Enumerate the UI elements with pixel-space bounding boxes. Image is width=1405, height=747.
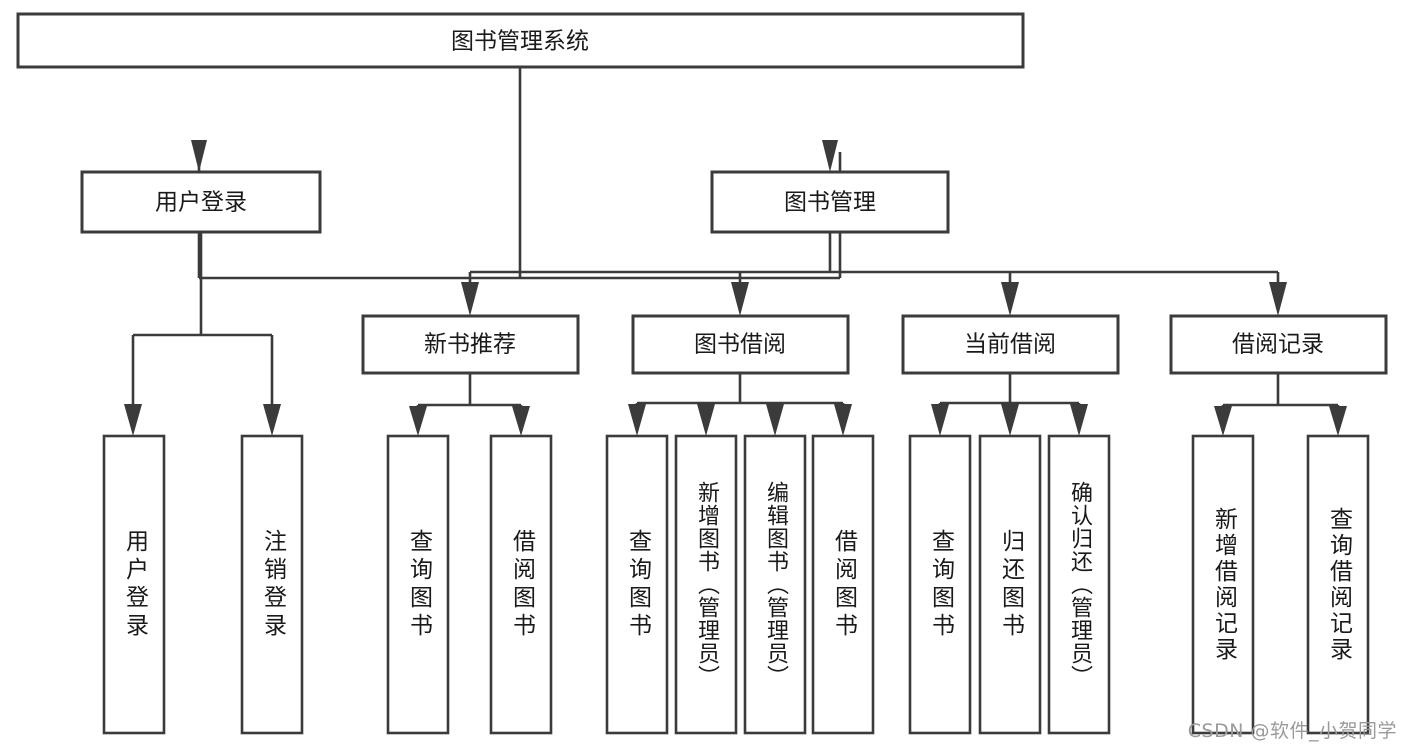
leaf-box-bb-borrow-book[interactable] [811,434,875,735]
node-book-borrow-rect[interactable] [631,314,850,375]
arrowhead-book-borrow [731,282,749,316]
arrowhead-nbr-leaf-1 [409,406,427,436]
node-borrow-record-rect[interactable] [1169,314,1388,375]
leaf-box-cb-return-book[interactable] [978,434,1042,735]
node-book-borrow[interactable]: 图书借阅 [631,314,850,375]
node-new-book-recommend-label: 新书推荐 [424,332,516,358]
arrowhead-book-manage [822,140,838,172]
arrowhead-leaf-user-login [124,404,142,436]
arrowhead-br-leaf-2 [1329,406,1347,436]
node-book-manage-label: 图书管理 [784,190,876,216]
node-new-book-recommend[interactable]: 新书推荐 [361,314,580,375]
arrowhead-nbr-leaf-2 [512,406,530,436]
leaf-box-bb-query-book[interactable] [605,434,669,735]
node-user-login-label: 用户登录 [155,190,247,216]
leaf-box-br-query-record[interactable] [1306,434,1370,735]
edge-group-borrow-record [1214,373,1347,436]
node-book-manage[interactable]: 图书管理 [710,170,950,234]
arrowhead-new-book-recommend [461,282,479,316]
node-root-label: 图书管理系统 [451,29,589,55]
node-user-login[interactable]: 用户登录 [80,170,322,234]
node-user-login-rect[interactable] [80,170,322,234]
leaf-box-cb-query-book[interactable] [908,434,972,735]
arrowhead-bb-leaf-3 [766,404,784,436]
leaf-box-bb-add-book[interactable] [674,434,738,735]
csdn-watermark: CSDN @软件_小贺同学 [1187,720,1397,742]
leaf-box-cb-confirm-return[interactable] [1047,434,1111,735]
edge-group-book-borrow [628,373,852,436]
leaf-box-nbr-query-book[interactable] [386,434,450,735]
leaf-box-logout[interactable] [240,434,304,735]
edge-group-book-manage [461,232,1287,316]
node-current-borrow[interactable]: 当前借阅 [901,314,1120,375]
node-book-borrow-label: 图书借阅 [694,332,786,358]
arrowhead-leaf-logout [263,404,281,436]
arrowhead-cb-leaf-2 [1001,404,1019,436]
node-new-book-recommend-rect[interactable] [361,314,580,375]
leaf-box-nbr-borrow-book[interactable] [489,434,553,735]
arrowhead-current-borrow [1001,282,1019,316]
arrowhead-cb-leaf-1 [931,404,949,436]
node-book-manage-rect[interactable] [710,170,950,234]
arrowhead-bb-leaf-1 [628,404,646,436]
arrowhead-user-login [191,140,207,172]
edge-group-current-borrow [931,373,1088,436]
edge-group-new-book-recommend [409,373,530,436]
edge-group-user-login [124,232,281,436]
node-borrow-record[interactable]: 借阅记录 [1169,314,1388,375]
leaf-box-user-login[interactable] [102,434,166,735]
arrowhead-br-leaf-1 [1214,406,1232,436]
leaf-box-br-add-record[interactable] [1191,434,1255,735]
arrowhead-bb-leaf-4 [834,404,852,436]
arrowhead-bb-leaf-2 [697,404,715,436]
node-root[interactable]: 图书管理系统 [16,12,1025,69]
arrowhead-cb-leaf-3 [1070,404,1088,436]
leaf-box-bb-edit-book[interactable] [743,434,807,735]
node-current-borrow-label: 当前借阅 [964,332,1056,358]
node-root-rect[interactable] [16,12,1025,69]
node-borrow-record-label: 借阅记录 [1232,332,1324,358]
node-current-borrow-rect[interactable] [901,314,1120,375]
arrowhead-borrow-record [1269,282,1287,316]
